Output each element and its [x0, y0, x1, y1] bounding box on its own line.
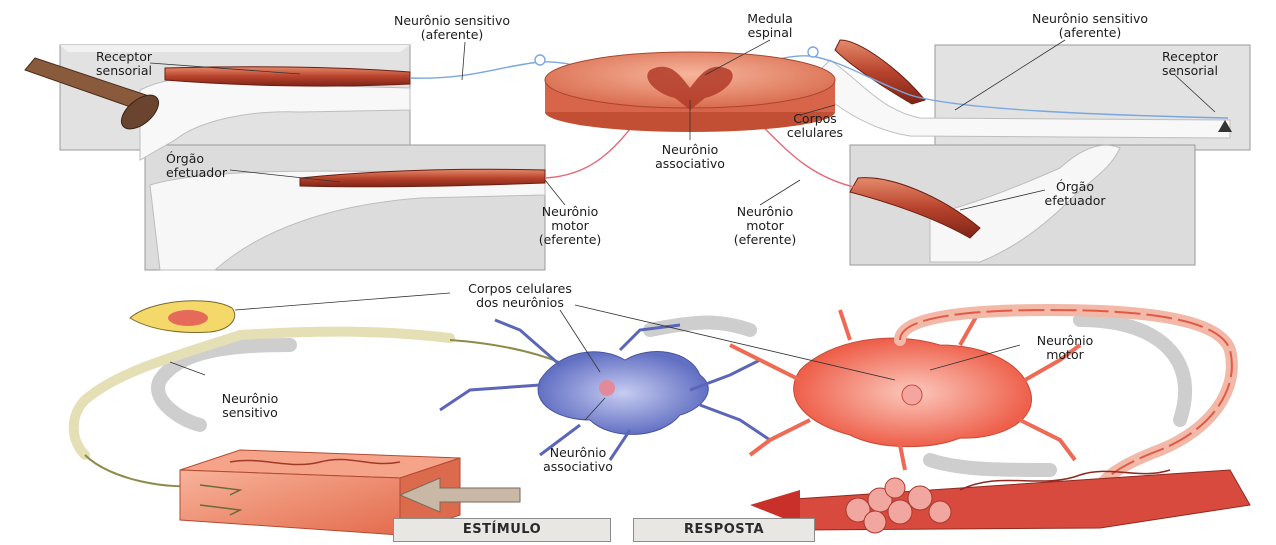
label-sensory-neuron-left: Neurônio sensitivo(aferente)	[362, 14, 542, 42]
stimulus-label: ESTÍMULO	[393, 518, 611, 542]
associative-neuron	[440, 320, 770, 460]
response-label: RESPOSTA	[633, 518, 815, 542]
muscle-bundle	[750, 470, 1250, 533]
label-sensory-neuron-right: Neurônio sensitivo(aferente)	[990, 12, 1190, 40]
